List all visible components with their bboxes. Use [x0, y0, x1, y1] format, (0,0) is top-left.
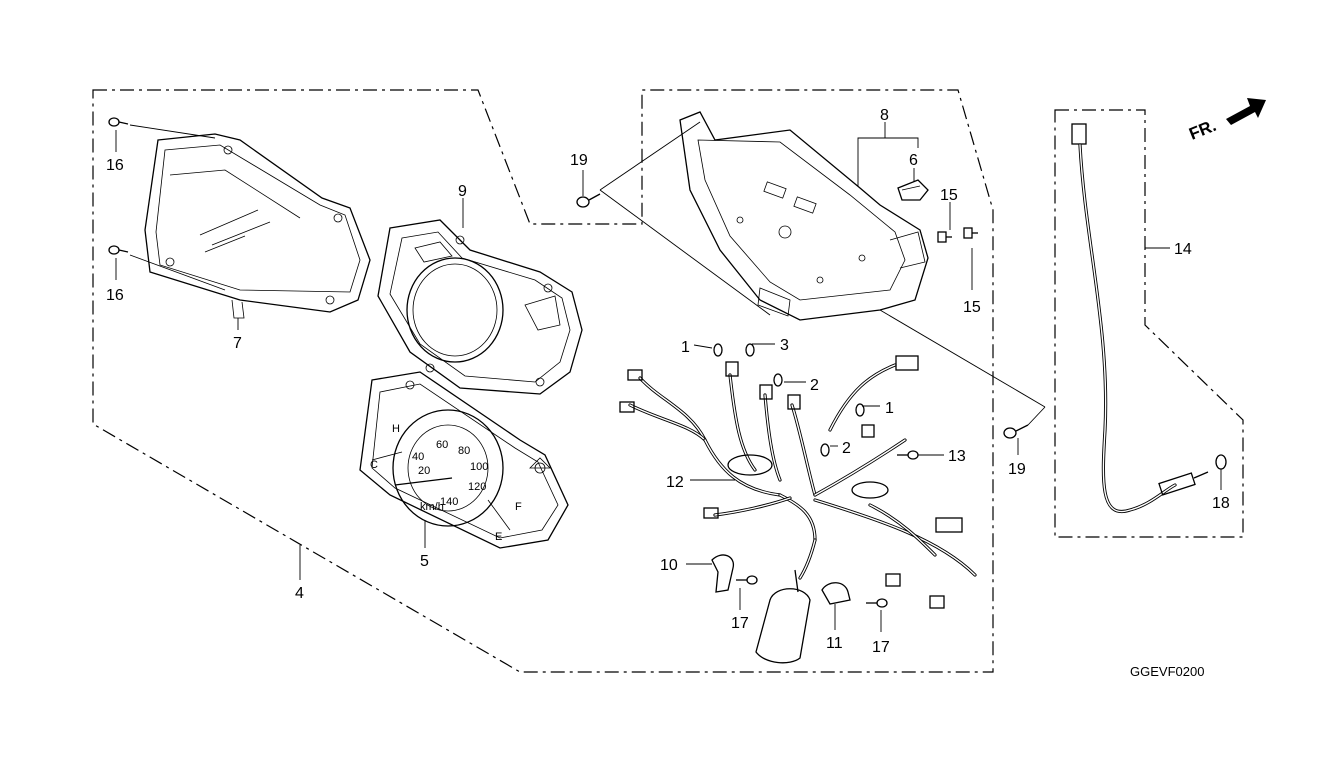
dial-scale-80: 80: [458, 445, 470, 457]
assembly-boundary-cable: [1054, 109, 1244, 538]
part-17-screw-right: [866, 598, 888, 608]
part-12-wire-harness: [619, 355, 977, 609]
callout-7: 7: [233, 335, 242, 352]
callout-14: 14: [1174, 241, 1192, 258]
dial-scale-100: 100: [470, 461, 488, 473]
dial-unit: km/h: [420, 501, 444, 513]
callout-19-lower: 19: [1008, 461, 1026, 478]
part-10-clamp: [711, 554, 735, 593]
part-8-meter-case: [679, 111, 929, 321]
part-5-speedometer: 20 40 60 80 100 120 140 km/h H C F E: [359, 371, 569, 549]
part-9-meter-visor: [377, 219, 583, 395]
part-11-clamp: [821, 582, 851, 605]
callout-3: 3: [780, 337, 789, 354]
callout-2-lower: 2: [842, 440, 851, 457]
callout-12: 12: [666, 474, 684, 491]
part-13-screw: [897, 450, 919, 460]
part-7-lens-cover: [144, 133, 371, 319]
part-2-bulb-upper: [773, 373, 783, 387]
callout-17-right: 17: [872, 639, 890, 656]
front-label: FR.: [1186, 116, 1219, 144]
callout-15-lower: 15: [963, 299, 981, 316]
front-direction-indicator: FR.: [1186, 98, 1266, 144]
front-arrow-icon: [1226, 98, 1266, 125]
callout-5: 5: [420, 553, 429, 570]
part-15-bolt-lower: [963, 227, 978, 239]
callout-2-upper: 2: [810, 377, 819, 394]
callout-labels: 16 16 7 9 4 5 19 8 6 15 15 19 1 3 2 1 2 …: [106, 107, 1230, 656]
callout-13: 13: [948, 448, 966, 465]
callout-6: 6: [909, 152, 918, 169]
assembly-boundary-meter: [92, 89, 994, 673]
callout-10: 10: [660, 557, 678, 574]
part-19-screw-upper: [576, 193, 601, 208]
part-6-component: [897, 179, 929, 201]
part-14-speedometer-cable: [1071, 123, 1209, 514]
callout-9: 9: [458, 183, 467, 200]
callout-16-upper: 16: [106, 157, 124, 174]
leader-lines: [115, 121, 1222, 632]
callout-19-upper: 19: [570, 152, 588, 169]
part-3-bulb: [745, 343, 755, 357]
part-1-bulb-upper: [713, 343, 723, 357]
dial-scale-20: 20: [418, 465, 430, 477]
temp-gauge-hot: H: [392, 423, 400, 435]
callout-8: 8: [880, 107, 889, 124]
part-15-bolt-upper: [937, 231, 952, 243]
part-2-bulb-lower: [820, 443, 830, 457]
callout-18: 18: [1212, 495, 1230, 512]
dial-scale-120: 120: [468, 481, 486, 493]
callout-1-upper: 1: [681, 339, 690, 356]
harness-cap-boot: [755, 569, 811, 664]
fuel-gauge-empty: E: [495, 531, 502, 543]
part-1-bulb-lower: [855, 403, 865, 417]
callout-15-upper: 15: [940, 187, 958, 204]
part-17-screw-left: [736, 575, 758, 585]
temp-gauge-cold: C: [370, 459, 378, 471]
dial-scale-140: 140: [440, 496, 458, 508]
callout-17-left: 17: [731, 615, 749, 632]
part-16-screw-upper: [108, 117, 129, 127]
callout-11: 11: [826, 635, 843, 652]
part-18-washer: [1215, 454, 1227, 470]
fuel-gauge-full: F: [515, 501, 522, 513]
part-16-screw-lower: [108, 245, 129, 255]
callout-16-lower: 16: [106, 287, 124, 304]
diagram-code: GGEVF0200: [1130, 664, 1204, 679]
callout-1-lower: 1: [885, 400, 894, 417]
part-19-screw-lower: [1003, 424, 1029, 439]
dial-scale-60: 60: [436, 439, 448, 451]
dial-scale-40: 40: [412, 451, 424, 463]
callout-4: 4: [295, 585, 304, 602]
